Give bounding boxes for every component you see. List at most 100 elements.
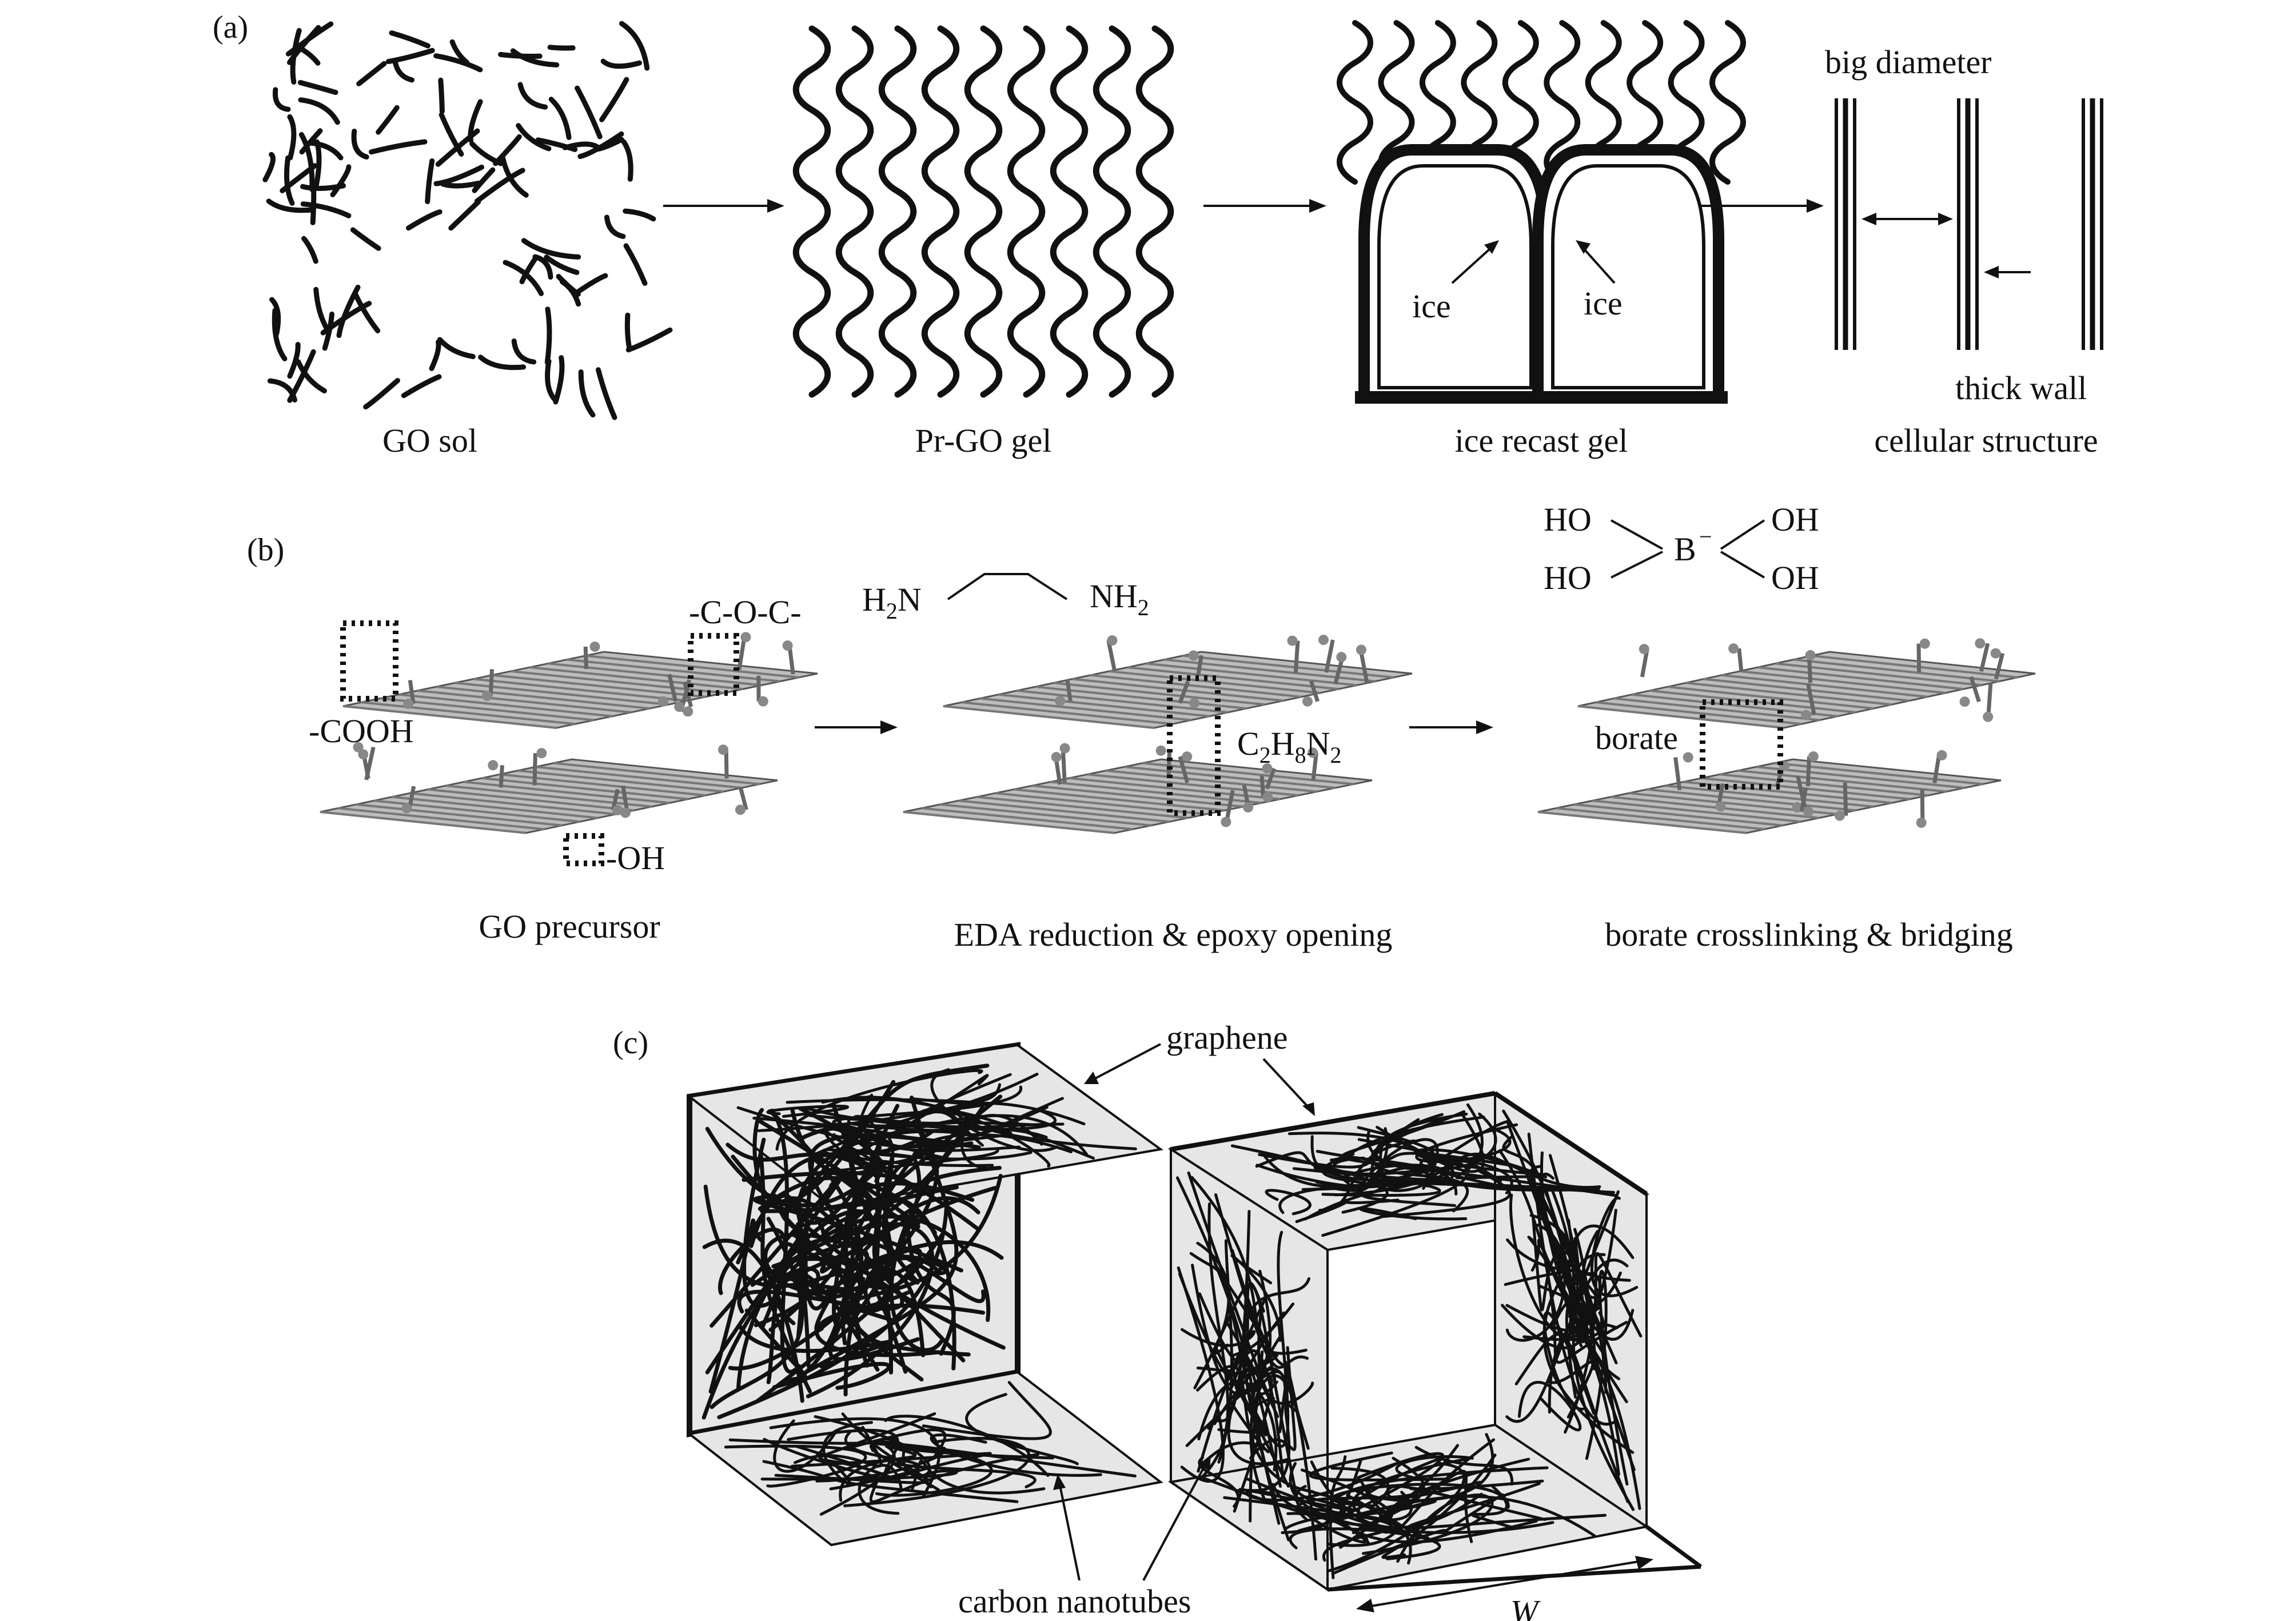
sheet-bond-row [585, 654, 799, 679]
right-cell-edges [1170, 1091, 1703, 1592]
cooh-label: -COOH [309, 712, 414, 750]
functional-group-bond [1225, 790, 1235, 823]
sheet-bond-row [436, 686, 650, 710]
go-strand [623, 243, 648, 286]
cnt-strand [1371, 1118, 1458, 1196]
sheet-bond-row [1757, 666, 1964, 691]
functional-group-bond [1843, 782, 1848, 816]
borate-oh-bottom: OH [1771, 559, 1819, 596]
go-strand [440, 181, 481, 189]
cnt-strand [1414, 1445, 1514, 1486]
stage-arrows-b [815, 720, 1493, 734]
lattice-line [964, 25, 1003, 398]
go-strand [401, 374, 442, 399]
sheet-bond-row [320, 811, 527, 834]
thick-wall-arrow [1984, 266, 2031, 278]
functional-group-atom [1975, 638, 1986, 649]
functional-group-bond [1737, 648, 1744, 672]
functional-group-atom [1155, 745, 1166, 756]
functional-group-bond [1805, 756, 1811, 787]
cnt-strand [875, 1442, 993, 1497]
cnt-strand [763, 1437, 891, 1480]
functional-group-atom [620, 807, 631, 818]
sheet-bond-row [361, 701, 576, 726]
ice-cells [1355, 144, 1728, 404]
go-strand [376, 105, 400, 135]
sheet-bond-row [398, 693, 613, 718]
functional-group-atom [1107, 635, 1118, 646]
sheet-bond-row [464, 780, 670, 804]
sheet-bond-row [1054, 682, 1265, 706]
go-strand [503, 260, 544, 296]
cnt-strand [1380, 1169, 1511, 1218]
cnt-strand [1529, 1214, 1579, 1350]
cnt-strand [1359, 1207, 1468, 1221]
cnt-strand [758, 1154, 882, 1230]
functional-group-bond [1265, 767, 1276, 790]
sheet-bond-row [445, 784, 652, 808]
functional-group-atom [1336, 652, 1347, 663]
functional-group-bond [1979, 643, 1990, 672]
panel-a-tag: (a) [213, 10, 248, 45]
functional-group-atom [1639, 644, 1649, 655]
functional-group-atom [1221, 817, 1231, 827]
cnt-strand [790, 1236, 986, 1303]
functional-group-atom [481, 691, 492, 702]
sheet-bond-row [1647, 788, 1856, 812]
lattice-line [1007, 25, 1046, 398]
lattice-line [792, 25, 831, 398]
cnt-strand [858, 1464, 903, 1515]
go-strand [621, 139, 633, 182]
functional-group-bond [1259, 775, 1266, 798]
go-strand [572, 273, 608, 297]
functional-group-bond [1920, 790, 1925, 823]
cnt-strand [1522, 1311, 1605, 1341]
carbon-nanotubes-label: carbon nanotubes [958, 1583, 1191, 1620]
sheet-bond-row [529, 666, 743, 691]
go-strand [392, 58, 414, 83]
sheet-bond-row [417, 689, 632, 714]
go-strand [599, 77, 629, 122]
go-strand [287, 114, 297, 161]
go-strand [500, 156, 529, 198]
sheet-bond-row [1142, 762, 1354, 786]
graphene-oxide-sheets [320, 632, 2036, 834]
go-strand [437, 337, 476, 360]
functional-group-bond [1640, 648, 1649, 678]
width-symbol: W [1510, 1593, 1541, 1621]
sheet-bond-row [342, 705, 557, 729]
go-strand [562, 141, 601, 150]
sheet-bond-row [1537, 811, 1747, 834]
lattice-line [1093, 25, 1131, 398]
borate-bonds [1611, 519, 1765, 579]
sheet-bond-row [392, 795, 598, 819]
sheet-bond-row [428, 788, 634, 812]
lattice-line [1544, 20, 1580, 185]
functional-group-atom [1683, 752, 1693, 763]
cnt-strand [844, 1428, 947, 1459]
oh-label: -OH [606, 839, 665, 877]
functional-group-atom [1059, 743, 1070, 754]
go-strand [547, 45, 576, 51]
sheet-bond-row [409, 792, 616, 815]
go-strand [493, 134, 522, 166]
functional-group-atom [1919, 638, 1930, 649]
cnt-strand [1331, 1452, 1445, 1523]
cnt-strand [1230, 1254, 1282, 1342]
functional-group-atom [1318, 635, 1329, 646]
go-strand [330, 164, 352, 197]
sheet-bond-row [1090, 674, 1302, 698]
functional-group-atom [1356, 644, 1366, 655]
lattice-line [1135, 25, 1174, 398]
oh-highlight-box [563, 833, 604, 866]
functional-group-atom [1916, 817, 1927, 828]
functional-group-bond [1969, 676, 1981, 703]
sheet-bond-row [962, 701, 1173, 726]
cnt-strand [1255, 1151, 1418, 1176]
ether-label: -C-O-C- [689, 594, 802, 631]
borate-b-atom: B [1674, 531, 1696, 568]
functional-group-bond [1932, 755, 1941, 784]
go-strand [438, 77, 445, 114]
eda-formula-label: C2H8N2 [1237, 725, 1341, 768]
go-strand [553, 355, 565, 405]
